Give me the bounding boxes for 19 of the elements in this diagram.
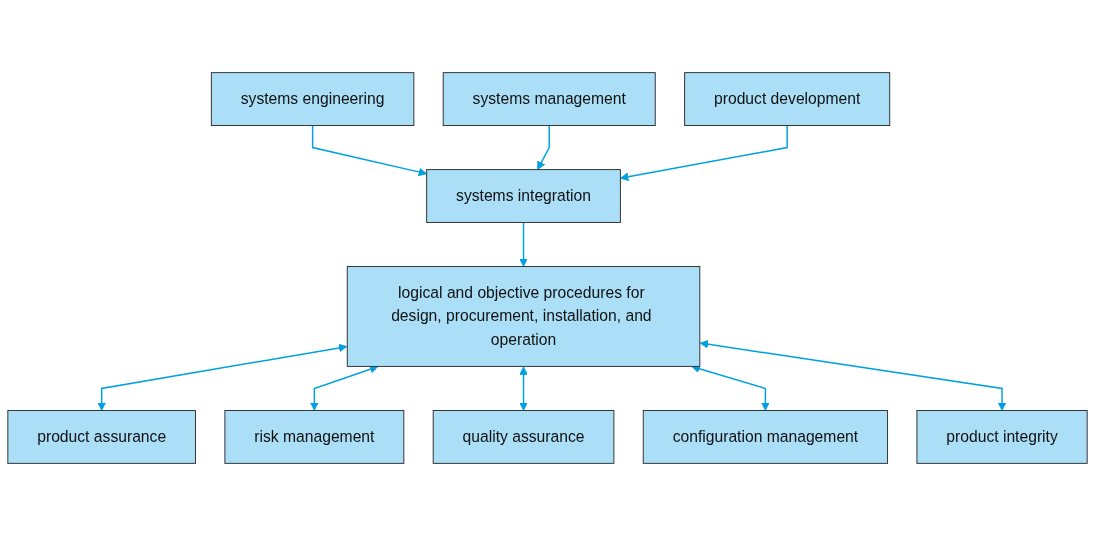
- node-box: risk management: [224, 410, 405, 464]
- node-box: product assurance: [7, 410, 196, 464]
- node-box: quality assurance: [432, 410, 615, 464]
- arrow: [311, 124, 428, 177]
- arrow: [699, 339, 1007, 411]
- arrow: [519, 221, 528, 267]
- arrow: [519, 366, 528, 411]
- arrow: [537, 124, 550, 170]
- node-box: product integrity: [916, 410, 1088, 464]
- arrow: [620, 124, 788, 182]
- node-box: systems integration: [426, 169, 621, 223]
- node-box: configuration management: [642, 410, 889, 464]
- arrow: [97, 343, 348, 411]
- node-box: product development: [684, 72, 891, 126]
- node-box: systems engineering: [210, 72, 415, 126]
- arrow: [310, 365, 379, 411]
- node-box: systems management: [442, 72, 656, 126]
- node-box: logical and objective procedures for design, procurement, installation, and operation: [346, 266, 701, 367]
- arrow: [691, 364, 770, 411]
